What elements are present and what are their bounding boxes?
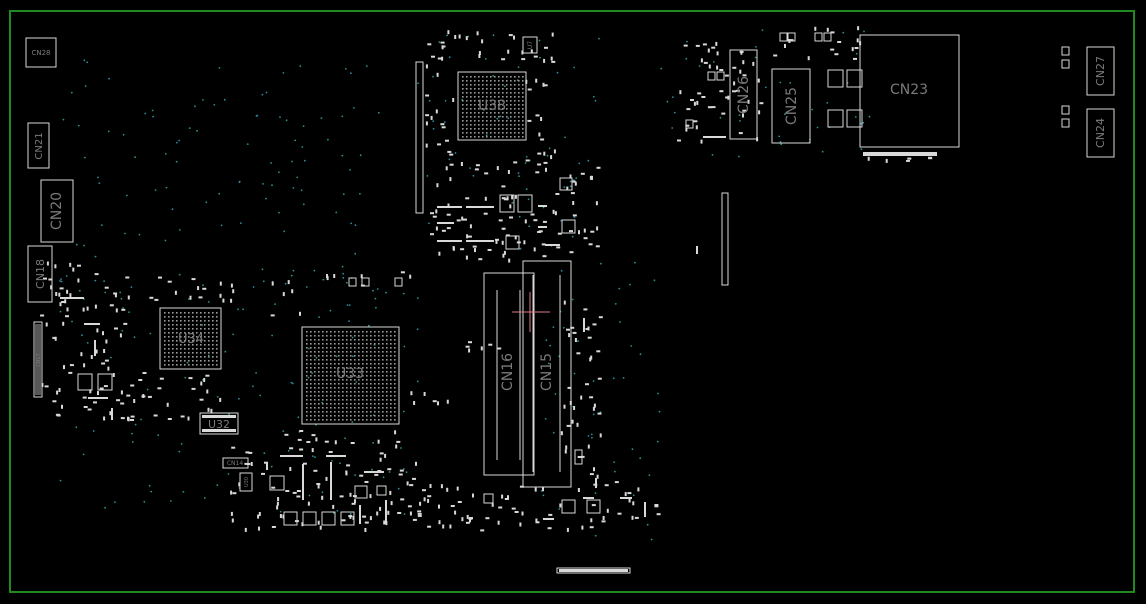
part-q16 (586, 499, 601, 514)
part-q7 (340, 511, 355, 526)
cn17-pads (35, 324, 41, 395)
part-q6 (321, 511, 336, 526)
cn15-outline[interactable] (522, 260, 572, 488)
cn15-label: CN15 (539, 353, 555, 391)
part-q17 (483, 493, 494, 504)
part-q27 (814, 32, 823, 42)
part-q31 (1061, 105, 1070, 115)
cn24-label: CN24 (1094, 118, 1107, 148)
power-fet-2 (846, 69, 863, 88)
u32-label: U32 (208, 418, 230, 431)
cursor-crosshair[interactable] (512, 292, 550, 332)
part-q22 (707, 71, 716, 81)
u32-pads-bottom (202, 429, 236, 432)
part-q2 (97, 373, 113, 391)
cn16-outline[interactable] (483, 272, 535, 476)
part-q12 (505, 235, 520, 250)
part-q14 (559, 177, 573, 191)
power-fet-4 (846, 109, 863, 128)
part-q28 (823, 32, 832, 42)
cn21-label: CN21 (34, 132, 45, 159)
bga-pad-field (164, 76, 524, 421)
u30-outline[interactable] (239, 472, 253, 492)
part-q9 (376, 485, 387, 496)
u38-label: U38 (478, 98, 506, 114)
cn23-label: CN23 (890, 82, 928, 98)
part-q29 (1061, 46, 1070, 56)
part-q21 (394, 277, 403, 287)
part-q19 (348, 277, 357, 287)
part-q25 (779, 32, 788, 42)
u7-label: U7 (527, 41, 534, 49)
part-q23 (716, 71, 725, 81)
cn17-outline[interactable] (33, 321, 43, 398)
long-parts (60, 136, 726, 524)
u7-outline[interactable] (522, 36, 538, 54)
part-q1 (77, 373, 93, 391)
part-q8 (354, 485, 368, 499)
cn27-label: CN27 (1094, 56, 1107, 86)
u38-outline[interactable] (457, 71, 527, 141)
power-fet-3 (827, 109, 844, 128)
board-outline (9, 10, 1135, 593)
u32-pads (202, 415, 236, 418)
cn25-label: CN25 (784, 87, 800, 125)
bottom-edge-connector[interactable] (556, 567, 631, 574)
cn26-outline[interactable] (729, 49, 758, 140)
cn24-outline[interactable] (1086, 108, 1115, 158)
part-q20 (361, 277, 370, 287)
u34-outline[interactable] (159, 307, 222, 370)
part-q30 (1061, 59, 1070, 69)
cn14-outline[interactable] (222, 457, 249, 469)
cn18-label: CN18 (34, 259, 47, 289)
cn25-outline[interactable] (771, 68, 811, 144)
u33-outline[interactable] (301, 326, 400, 425)
u33-label: U33 (336, 366, 364, 382)
part-q18 (574, 449, 583, 465)
cn21-outline[interactable] (27, 122, 50, 169)
cn20-outline[interactable] (40, 179, 74, 243)
u34-label: U34 (178, 332, 204, 347)
part-q5 (302, 511, 317, 526)
cn23-pad-row (863, 152, 937, 156)
cn18-outline[interactable] (27, 245, 53, 303)
part-q3 (269, 475, 285, 491)
part-q4 (283, 511, 298, 526)
cn17-label: CN17 (36, 353, 42, 367)
u38-left-header (415, 61, 424, 214)
cn23-outline[interactable] (859, 34, 960, 148)
u30-label: U30 (244, 477, 250, 487)
cn28-outline[interactable] (25, 37, 57, 68)
part-q15 (561, 499, 576, 514)
part-q26 (787, 32, 796, 42)
cn14-label: CN14 (227, 460, 243, 467)
cn28-label: CN28 (31, 49, 50, 57)
part-q24 (685, 119, 694, 129)
center-strip-header (721, 192, 729, 286)
cn27-outline[interactable] (1086, 46, 1115, 96)
cn16-label: CN16 (500, 353, 516, 391)
part-q11 (517, 194, 533, 213)
part-q13 (561, 219, 576, 234)
cn20-label: CN20 (49, 192, 65, 230)
power-fet-1 (827, 69, 844, 88)
part-q32 (1061, 118, 1070, 128)
part-q10 (499, 194, 515, 213)
cn26-label: CN26 (736, 76, 752, 114)
bottom-connector-pads (559, 569, 628, 572)
u32-outline[interactable] (199, 412, 239, 435)
